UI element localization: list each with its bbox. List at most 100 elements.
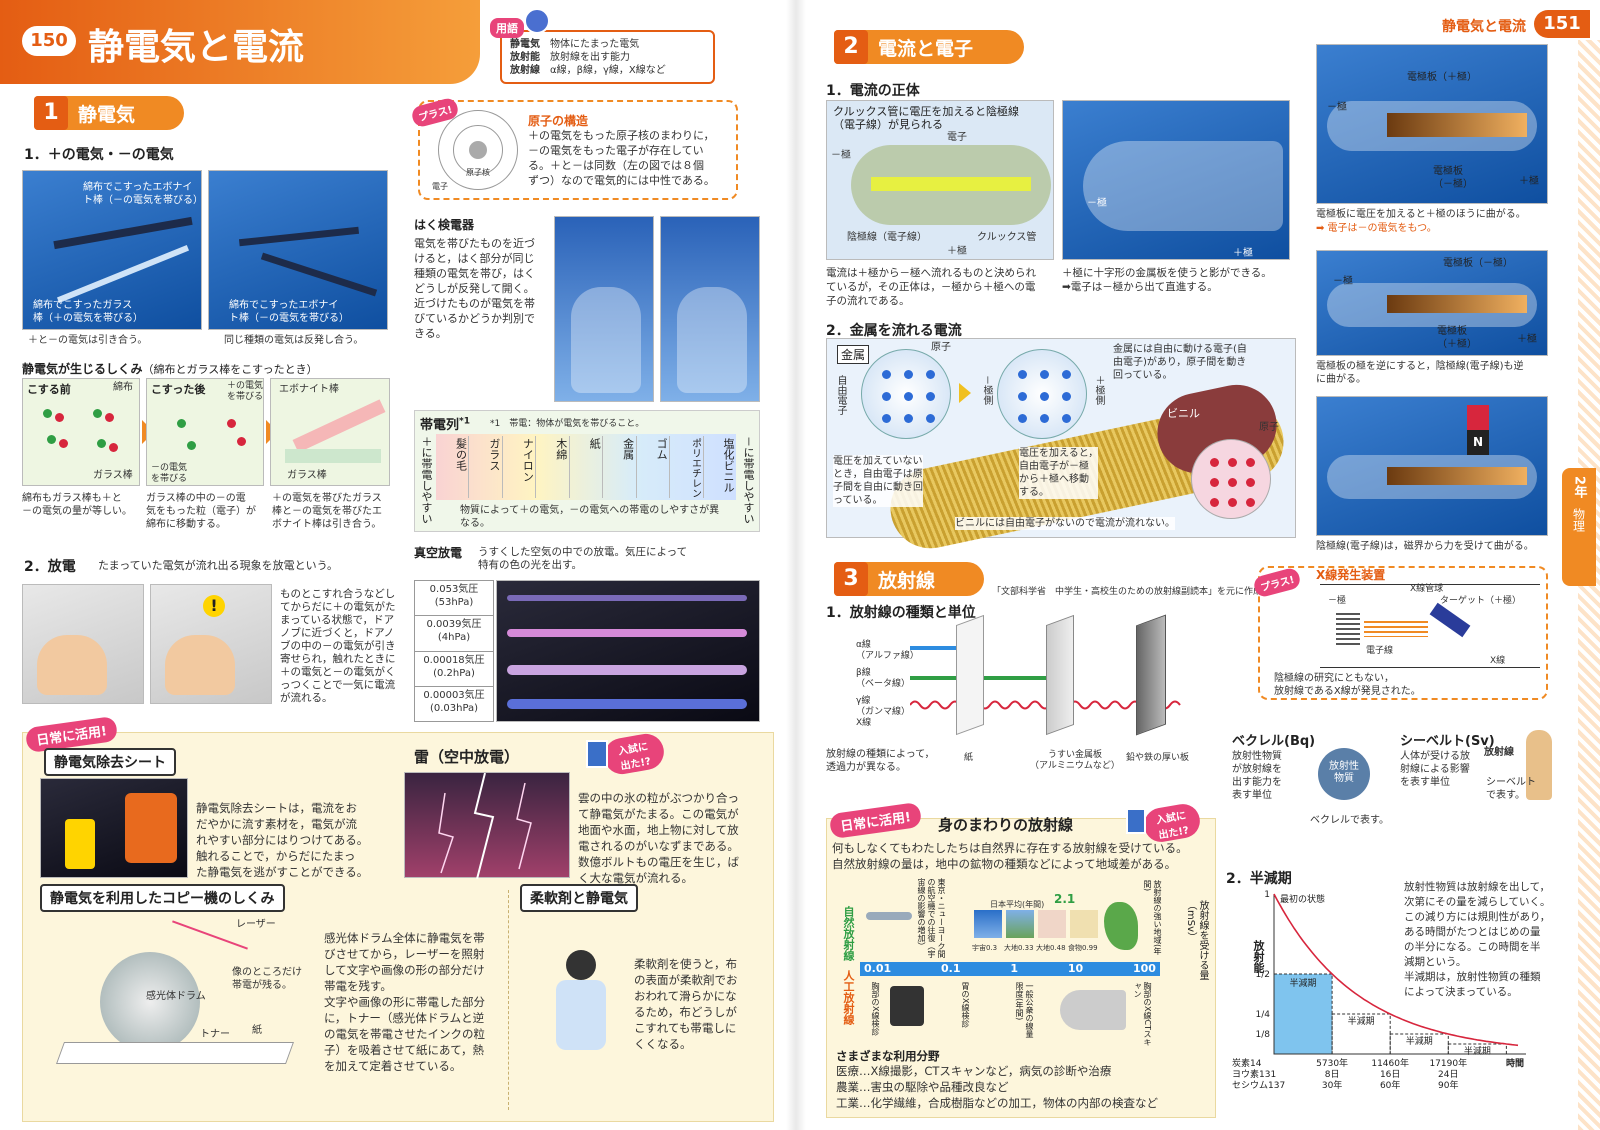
tribo-footer: 物質によって＋の電気，－の電気への帯電のしやすさが異 なる。 (460, 505, 720, 529)
body-icon (1526, 730, 1552, 800)
label: 鉛や鉄の厚い板 (1126, 753, 1190, 763)
label: 電極板 （＋極） (1437, 326, 1477, 350)
atom (1018, 392, 1027, 401)
lightning-icon (438, 772, 532, 880)
magnet-icon (1467, 405, 1489, 455)
photo-electroscope-1 (554, 216, 654, 402)
bq-note: ベクレルで表す。 (1310, 815, 1389, 826)
label: エボナイト棒 (279, 384, 339, 395)
sub-title-softener: 柔軟剤と静電気 (520, 884, 638, 912)
label: ビニルには自由電子がないので電流が流れない。 (955, 517, 1175, 530)
label: X線 (1490, 656, 1506, 666)
sub-title-lightning: 雷（空中放電） (414, 748, 520, 766)
label: ＋極 (947, 246, 967, 257)
side-tab-subject: 物理 (1571, 508, 1586, 533)
tube-glow (507, 699, 747, 709)
photo-discharge-2: ! (150, 584, 272, 704)
exam-book-icon (1126, 808, 1146, 834)
dose-photo-space (974, 910, 1002, 938)
beam (1387, 467, 1527, 485)
x-axis-label: 時間 (1506, 1057, 1524, 1069)
sv-text: 人体が受ける放 射線による影響 を表す単位 (1400, 751, 1470, 788)
charge-minus (55, 413, 64, 422)
atom-nucleus (469, 141, 487, 159)
tribo-note: *1 帯電：物体が電気を帯びること。 (490, 419, 645, 429)
photo-tube-1: 電極板（＋極） －極 電極板 （－極） ＋極 (1316, 44, 1548, 204)
sub-heading-metal: 2．金属を流れる電流 (826, 323, 962, 339)
discharge-text: ものとこすれ合うなどし てからだに＋の電気がた まっている状態で，ドア ノブに近… (280, 588, 396, 704)
caption: 同じ種類の電気は反発し合う。 (224, 335, 364, 346)
dose-photo-food (1070, 910, 1098, 938)
dose-item-stomach: 胃のX線検診 (961, 982, 970, 1028)
page-number-right: 151 (1534, 10, 1590, 38)
beam (1387, 295, 1527, 313)
flask (571, 287, 641, 393)
dose-scale-bar (860, 962, 1160, 976)
dose-item-space: 宇宙0.3 (972, 944, 998, 952)
photo-cross-tube: －極 ＋極 (1062, 100, 1290, 260)
atom (882, 414, 891, 423)
sub-heading-charge: 1．＋の電気・－の電気 (24, 147, 174, 163)
chart-ylabel: 放射能 (1252, 940, 1265, 973)
pressure-cell: 0.00003気圧 (0.03hPa) (423, 690, 485, 714)
side-tab[interactable]: 2年 物理 (1562, 468, 1596, 586)
atom (1062, 392, 1071, 401)
page-title: 静電気と電流 (88, 27, 305, 68)
caption: ガラス棒の中の－の電 気をもった粒（電子）が 綿布に移動する。 (146, 493, 256, 530)
rod-glass (285, 449, 381, 463)
plus-title: 原子の構造 (528, 114, 589, 128)
label: ガラス棒 (93, 470, 133, 481)
label: N (1473, 435, 1484, 449)
atom (1210, 478, 1219, 487)
softener-text: 柔軟剤を使うと，布 の表面が柔軟剤でお おわれて滑らかにな るため，布どうしが … (634, 957, 738, 1051)
label: α線 （アルファ線） (856, 640, 919, 661)
dose-item-ct: 胸部のX線CTスキャン (1133, 982, 1152, 1046)
label: ＋の電気 を帯びる (227, 381, 264, 402)
panel-head: こする前 (27, 383, 71, 396)
photo-attract: 綿布でこすったエボナイ ト棒（－の電気を帯びる） 綿布でこすったガラス 棒（＋の… (22, 170, 203, 330)
electroscope-text: 電気を帯びたものを近づ けると，はく部分が同じ 種類の電気を帯び，はく どうしが… (414, 237, 535, 340)
tribo-title: 帯電列*1 (420, 416, 470, 433)
dose-item-ground2: 大地0.48 (1036, 944, 1066, 952)
tribo-scale (436, 434, 736, 500)
label: 感光体ドラム (146, 991, 206, 1002)
isotope-value: 60年 (1380, 1079, 1400, 1091)
caption: ＋の電気を帯びたガラス 棒と－の電気を帯びたエ ボナイト棒は引き合う。 (272, 493, 382, 530)
charge-minus (237, 437, 246, 446)
tube-caption: 電極板の極を逆にすると，陰極線(電子線)も逆 に曲がる。 (1316, 361, 1524, 385)
dose-item-high-area: 放射線の強い地域(年間) (1143, 880, 1162, 956)
dose-tick: 100 (1132, 962, 1156, 975)
sub-title-copier: 静電気を利用したコピー機のしくみ (40, 884, 285, 912)
label: 陰極線（電子線） (847, 232, 927, 243)
y-tick-label: 1/4 (1256, 1010, 1271, 1020)
use-item: 工業…化学繊維，合成樹脂などの加工，物体の内部の検査など (836, 1096, 1158, 1110)
divider (508, 890, 509, 1110)
label: 電子 (947, 132, 967, 143)
atom-orbit (453, 125, 503, 175)
head (566, 950, 596, 980)
vinyl-circle (1191, 439, 1271, 519)
tribo-right: －に帯電しやすい (742, 436, 755, 524)
map-icon (1104, 902, 1138, 950)
mechanism-title: 静電気が生じるしくみ（綿布とガラス棒をこすったとき） (22, 362, 318, 376)
label: レーザー (236, 919, 276, 930)
electron-beam (1364, 621, 1428, 637)
label: うすい金属板 （アルミニウムなど） (1030, 750, 1120, 771)
ray-alpha (910, 646, 970, 650)
label: 原子 (931, 342, 951, 353)
metal-desc: 金属には自由に動ける電子(自 由電子)があり，原子間を動き 回っている。 (1113, 344, 1247, 381)
vacuum-table: 0.053気圧 (53hPa) 0.0039気圧 (4hPa) 0.00018気… (414, 580, 494, 722)
sv-ray-label: 放射線 (1484, 747, 1514, 758)
decay-curve (1273, 893, 1519, 1047)
photo-discharge-1 (22, 584, 144, 704)
label: 電極板（＋極） (1407, 72, 1477, 83)
charge-minus (59, 439, 68, 448)
tribo-item: ガラス (469, 436, 503, 498)
charge-plus (43, 409, 52, 418)
label: β線 （ベータ線） (856, 668, 911, 689)
use-item: 農業…害虫の駆除や品種改良など (836, 1080, 1009, 1094)
tube-caption: 電極板に電圧を加えると＋極のほうに曲がる。 (1316, 209, 1526, 220)
dose-photo-ground (1006, 910, 1034, 938)
glossary-row: 放射能 放射線を出す能力 (510, 52, 630, 63)
